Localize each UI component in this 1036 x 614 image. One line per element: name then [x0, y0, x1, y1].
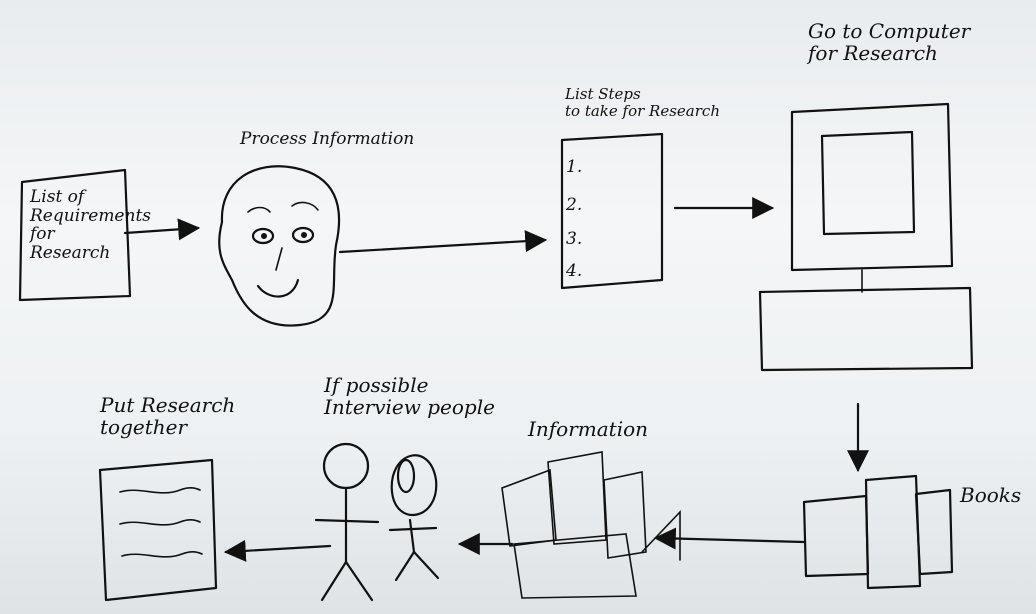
head-face [218, 165, 341, 327]
books-label: Books [960, 483, 1022, 507]
computer-keyboard [758, 286, 974, 372]
arrow-books-to-information [653, 527, 806, 550]
step-3: 3. [566, 229, 583, 249]
step-4: 4. [566, 261, 583, 281]
step-1: 1. [566, 157, 583, 177]
stick-figure-left [314, 442, 380, 602]
computer-title: Go to Computer for Research [808, 19, 971, 65]
arrow-people-to-paper [223, 539, 332, 562]
stick-figure-right [388, 454, 440, 582]
information-sheets [501, 451, 681, 599]
requirements-card [18, 168, 132, 302]
interview-label: If possible Interview people [324, 373, 495, 419]
steps-card [560, 132, 664, 290]
step-2: 2. [566, 195, 583, 215]
put-together-label: Put Research together [100, 393, 236, 439]
research-paper [98, 458, 218, 602]
information-label: Information [528, 417, 649, 441]
list-steps-title: List Steps to take for Research [565, 85, 720, 120]
process-information-label: Process Information [240, 129, 415, 149]
requirements-card-label: List of Requirements for Research [30, 187, 152, 264]
books-stack [802, 474, 954, 590]
arrow-head-to-list [338, 230, 548, 254]
computer-monitor [790, 102, 954, 293]
arrow-card-to-head [123, 218, 201, 241]
